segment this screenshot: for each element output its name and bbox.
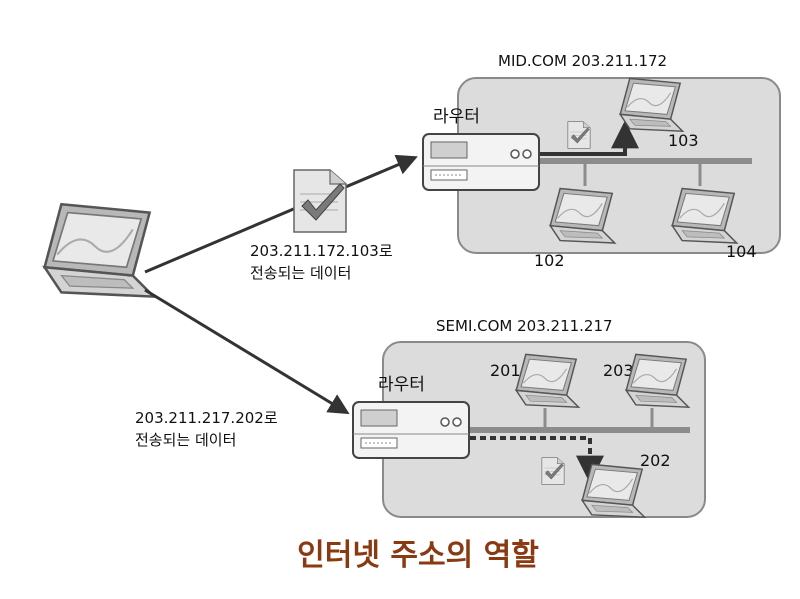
sender [42, 202, 156, 299]
network-mid-label: MID.COM 203.211.172 [498, 52, 667, 70]
transmission-arrow-to-mid [144, 154, 418, 274]
host-102-laptop-icon [549, 187, 616, 244]
network-semi-router-icon [351, 400, 471, 460]
network-semi-packet-icon [541, 457, 565, 485]
host-103-label: 103 [668, 131, 699, 150]
host-104-laptop-icon [671, 187, 738, 244]
host-203-label: 203 [603, 361, 634, 380]
host-104-label: 104 [726, 242, 757, 261]
host-103-laptop-icon [619, 77, 684, 132]
sender-laptop-icon [42, 202, 156, 299]
network-semi: SEMI.COM 203.211.217 라우터 201 203 202 [351, 317, 706, 518]
network-semi-label: SEMI.COM 203.211.217 [436, 317, 613, 335]
packet-semi-caption-line1: 203.211.217.202로 [135, 409, 278, 427]
network-semi-router-label: 라우터 [378, 375, 425, 395]
host-201-label: 201 [490, 361, 521, 380]
packet-mid-caption-line1: 203.211.172.103로 [250, 242, 393, 260]
host-203-laptop-icon [625, 353, 690, 408]
packet-document-icon [293, 169, 347, 233]
network-mid-router-icon [421, 132, 541, 192]
network-mid-delivery-arrow [540, 120, 639, 156]
network-mid-router-label: 라우터 [433, 107, 480, 127]
network-semi-delivery-arrow [470, 436, 604, 484]
packet-mid-caption-line2: 전송되는 데이터 [250, 264, 351, 282]
network-mid-packet-icon [567, 121, 591, 149]
network-mid: MID.COM 203.211.172 라우터 103 102 104 [421, 52, 781, 270]
host-202-laptop-icon [581, 463, 646, 518]
host-201-laptop-icon [515, 353, 580, 408]
packet-semi-caption-line2: 전송되는 데이터 [135, 431, 236, 449]
host-102-label: 102 [534, 251, 565, 270]
diagram-title: 인터넷 주소의 역할 [297, 538, 539, 573]
transmission-arrow-to-semi [144, 288, 350, 415]
host-202-label: 202 [640, 451, 671, 470]
